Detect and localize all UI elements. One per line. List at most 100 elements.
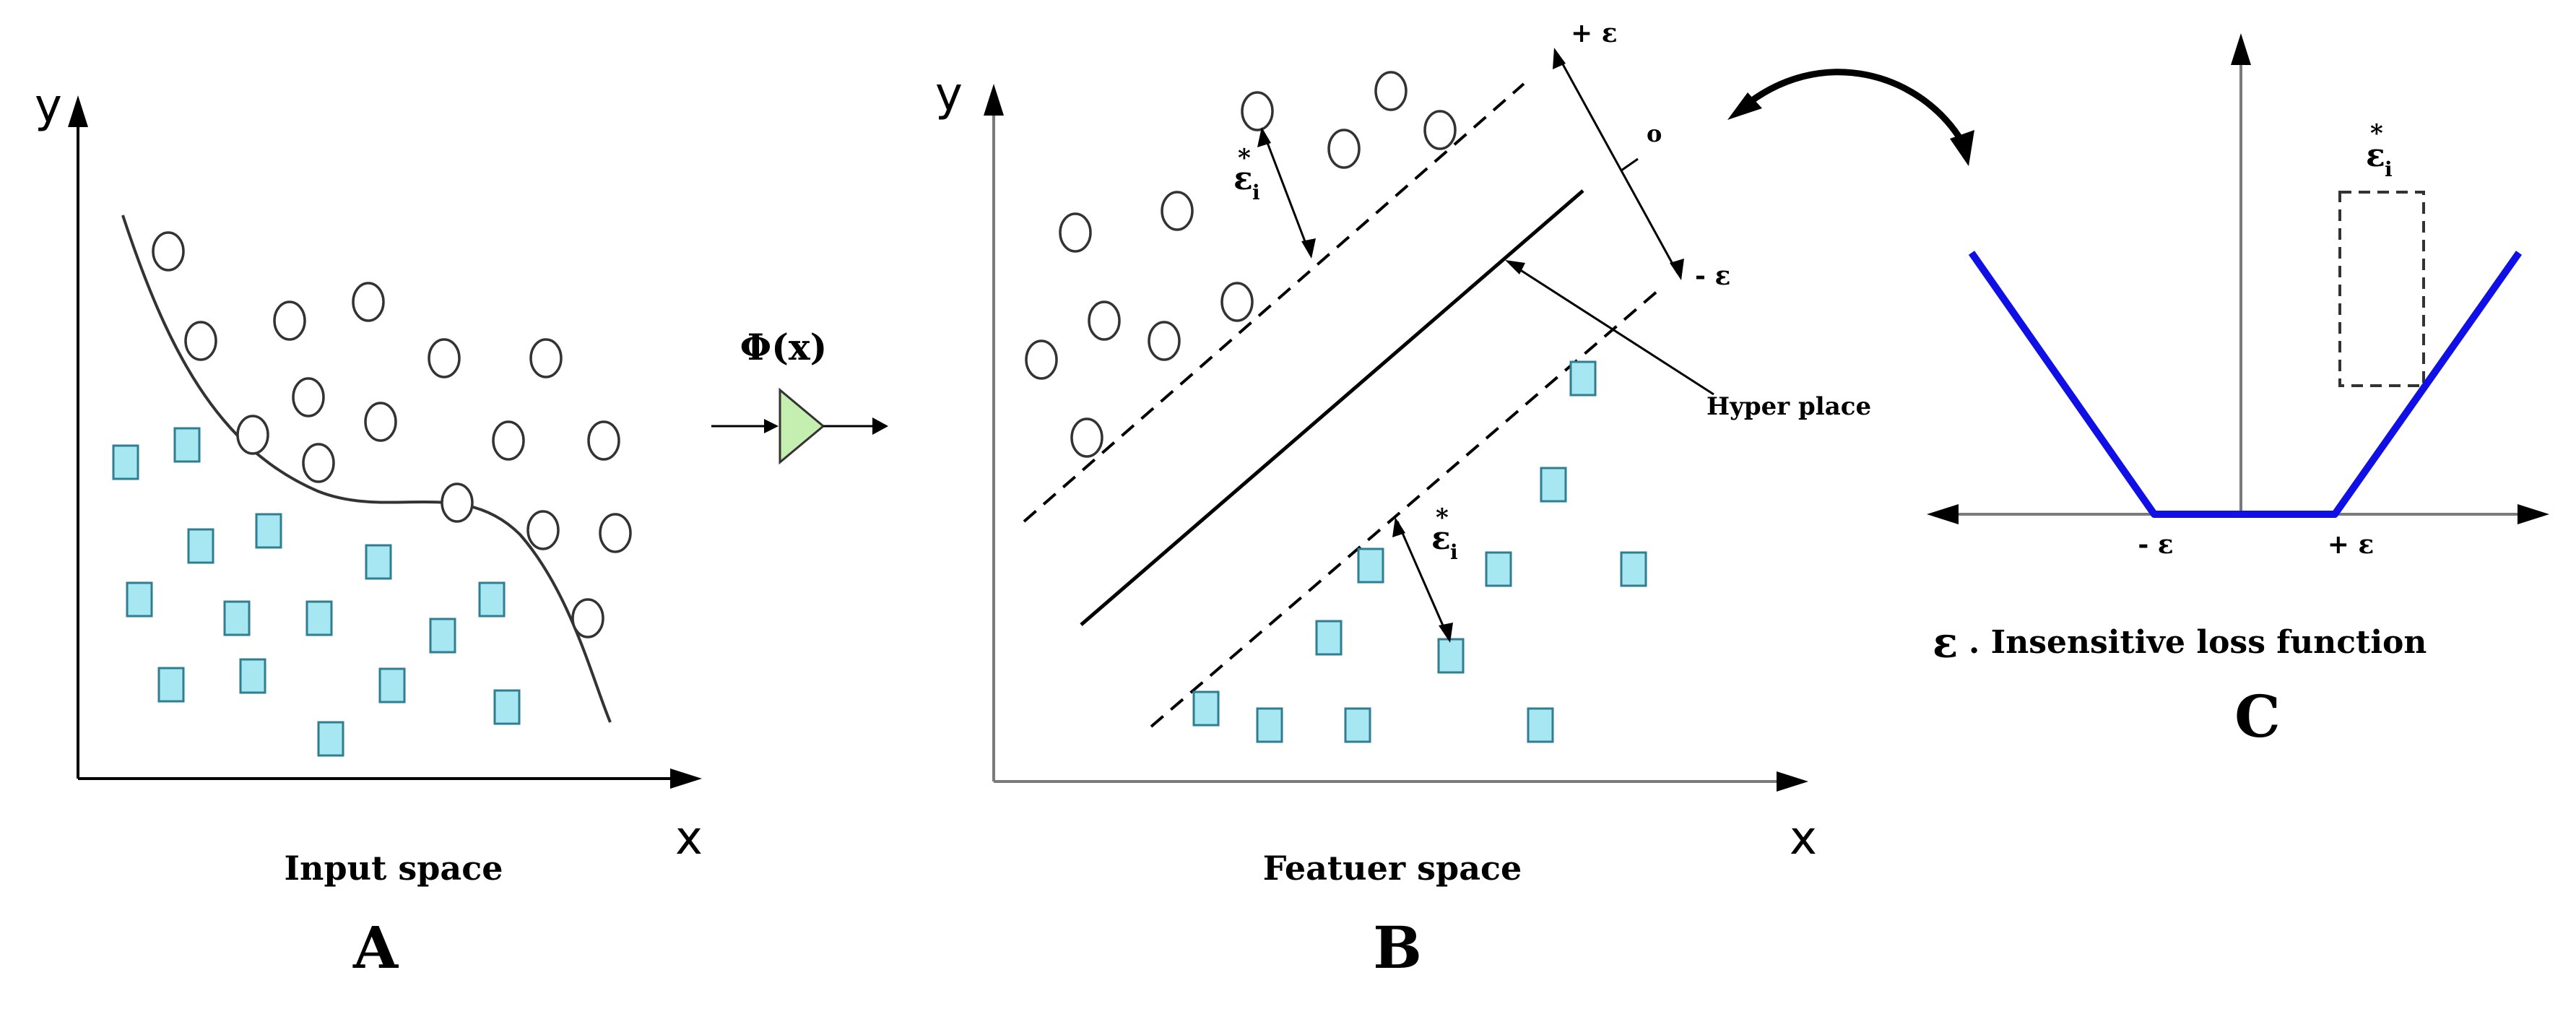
circle-point xyxy=(1161,191,1194,231)
square-point xyxy=(1256,707,1283,743)
circle-point xyxy=(352,282,385,322)
circle-point xyxy=(184,321,217,361)
circle-point xyxy=(1327,129,1361,169)
square-point xyxy=(112,444,139,480)
panel-b-circle-class xyxy=(1025,71,1457,458)
circle-point xyxy=(236,415,269,455)
epsilon-insensitive-loss-line xyxy=(1968,251,2523,518)
panel-c-plus-epsilon: + ε xyxy=(2328,529,2375,560)
square-point xyxy=(1527,707,1554,743)
amplifier-triangle-icon xyxy=(779,387,825,465)
circle-point xyxy=(492,420,525,461)
circle-point xyxy=(529,338,563,378)
circle-point xyxy=(1070,417,1103,458)
square-point xyxy=(157,667,185,703)
square-point xyxy=(255,513,282,549)
panel-c-letter: C xyxy=(2234,683,2281,750)
square-point xyxy=(1192,690,1220,727)
panel-b-x-axis xyxy=(994,771,1808,792)
svg-text:ε: ε xyxy=(1431,520,1451,557)
circle-point xyxy=(1025,339,1058,380)
panel-b-letter: B xyxy=(1373,914,1422,982)
circle-point xyxy=(587,420,620,461)
epsilon-width-arrow xyxy=(1553,48,1684,280)
hyperplane-line xyxy=(1080,189,1584,626)
panel-b-y-axis xyxy=(984,84,1004,781)
square-point xyxy=(493,689,521,725)
mapping-label: Φ(x) xyxy=(740,326,828,368)
panel-c-slack-label: * ε i xyxy=(2366,119,2393,181)
square-point xyxy=(126,581,153,618)
circle-point xyxy=(428,338,461,378)
lower-margin-line xyxy=(1150,290,1658,728)
upper-margin-line xyxy=(1023,82,1525,523)
svg-text:*: * xyxy=(2370,119,2383,148)
lower-slack-label: * ε i xyxy=(1431,503,1458,564)
square-point xyxy=(173,427,201,463)
mapping-block: Φ(x) xyxy=(711,326,888,465)
panel-c-title: ε . Insensitive loss function xyxy=(1933,618,2427,667)
panel-b-x-label: x xyxy=(1790,812,1817,865)
square-point xyxy=(378,667,406,703)
square-point xyxy=(1569,360,1597,397)
square-point xyxy=(305,600,333,636)
panel-a-y-axis xyxy=(68,95,88,779)
svg-text:i: i xyxy=(1450,540,1458,564)
square-point xyxy=(239,658,266,694)
slack-dashed-box xyxy=(2338,191,2425,387)
circle-point xyxy=(441,482,474,523)
square-point xyxy=(223,600,251,636)
circle-point xyxy=(1423,110,1457,150)
panel-b: y x xyxy=(935,18,1871,982)
panel-a-letter: A xyxy=(352,914,399,982)
square-point xyxy=(1315,620,1343,656)
lower-slack-arrow xyxy=(1392,517,1453,643)
hyperplane-label: Hyper place xyxy=(1707,392,1871,421)
svg-text:ε: ε xyxy=(1233,160,1253,197)
circle-point xyxy=(1374,71,1408,111)
circle-point xyxy=(1059,212,1092,253)
panel-b-square-class xyxy=(1192,360,1647,743)
panel-c-minus-epsilon: - ε xyxy=(2138,529,2173,560)
square-point xyxy=(317,721,344,757)
panel-c-title-symbol: ε xyxy=(1933,618,1958,667)
panel-c-y-axis xyxy=(2231,33,2251,514)
upper-slack-arrow xyxy=(1257,127,1316,259)
panel-a-x-axis xyxy=(78,768,702,789)
square-point xyxy=(1357,547,1384,584)
svg-text:*: * xyxy=(1238,144,1251,173)
svg-text:i: i xyxy=(2385,157,2393,181)
circle-point xyxy=(526,510,560,550)
square-point xyxy=(187,528,214,564)
circle-point xyxy=(292,377,325,417)
square-point xyxy=(429,618,456,654)
panel-b-plus-epsilon: + ε xyxy=(1571,18,1618,48)
circle-point xyxy=(1148,321,1181,361)
square-point xyxy=(1620,551,1647,587)
circle-point xyxy=(599,513,632,553)
circle-point xyxy=(571,598,604,638)
circle-point xyxy=(364,402,397,442)
square-point xyxy=(478,581,506,618)
panel-a-square-class xyxy=(112,427,521,757)
svg-text:ε: ε xyxy=(2366,137,2385,174)
panel-b-y-label: y xyxy=(935,68,963,121)
circle-point xyxy=(1241,91,1274,131)
svg-text:*: * xyxy=(1436,503,1449,532)
panel-a-y-label: y xyxy=(35,79,62,133)
panel-a-caption: Input space xyxy=(285,849,503,888)
circle-point xyxy=(1220,282,1254,322)
square-point xyxy=(1540,467,1567,503)
panel-a: y x xyxy=(35,79,703,982)
upper-slack-label: * ε i xyxy=(1233,144,1260,204)
hyperplane-callout-arrow xyxy=(1505,260,1714,396)
circle-point xyxy=(273,300,306,341)
square-point xyxy=(1485,551,1512,587)
panel-b-minus-epsilon: - ε xyxy=(1695,261,1730,291)
square-point xyxy=(1437,638,1465,674)
square-point xyxy=(1344,707,1371,743)
link-double-arrow xyxy=(1727,69,1974,166)
svg-text:i: i xyxy=(1252,181,1260,204)
circle-point xyxy=(152,231,185,272)
panel-b-caption: Featuer space xyxy=(1263,849,1522,888)
